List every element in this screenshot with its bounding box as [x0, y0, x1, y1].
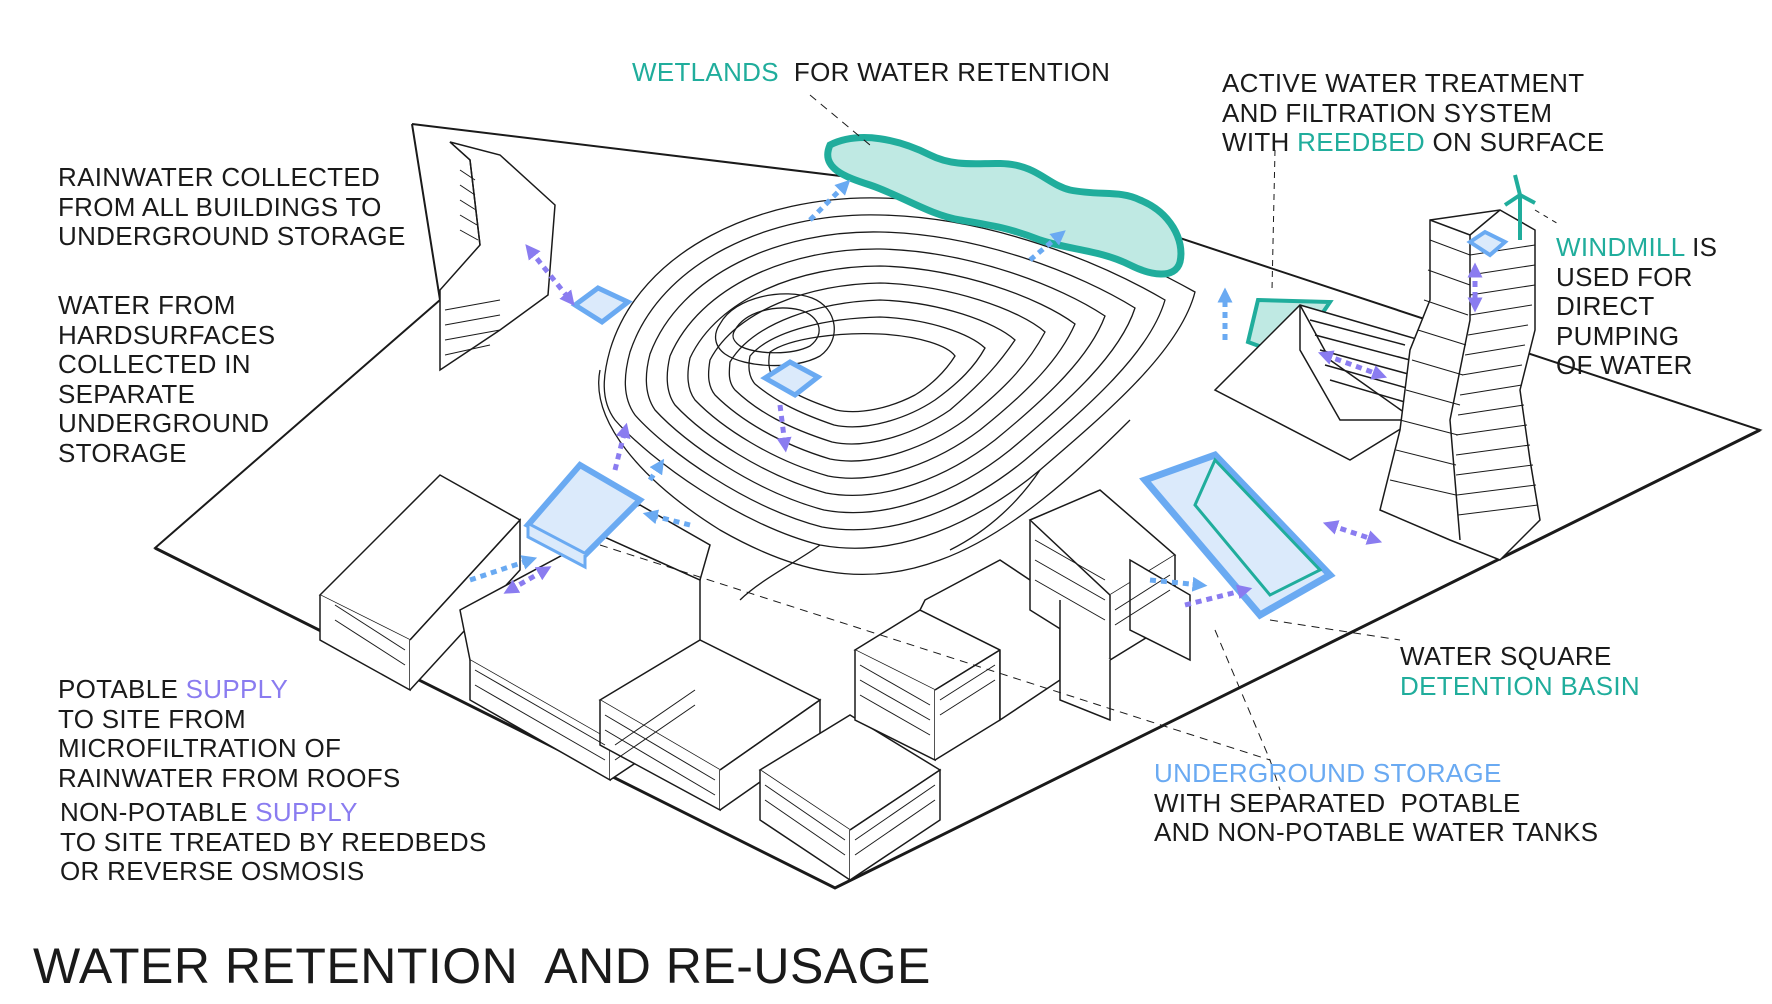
building-cluster-east [853, 489, 1191, 762]
reedbed-highlight: REEDBED [1297, 127, 1425, 157]
windmill-line4: PUMPING [1556, 320, 1680, 351]
leader-lines [599, 94, 1401, 791]
hardsurfaces-line5: UNDERGROUND [58, 408, 270, 438]
hardsurfaces-line2: HARDSURFACES [58, 319, 276, 350]
contour-hill [598, 197, 1196, 601]
underground-storage-highlight: UNDERGROUND STORAGE [1154, 758, 1502, 788]
potable-supply-label: POTABLE SUPPLY TO SITE FROM MICROFILTRAT… [58, 674, 401, 793]
active-treatment-line2: AND FILTRATION SYSTEM [1222, 97, 1553, 128]
rainwater-label: RAINWATER COLLECTED FROM ALL BUILDINGS T… [58, 162, 406, 252]
nonpotable-supply-label: NON-POTABLE SUPPLY TO SITE TREATED BY RE… [60, 797, 487, 887]
wetlands-highlight: WETLANDS [632, 57, 779, 87]
water-square-label: WATER SQUARE DETENTION BASIN [1400, 641, 1640, 701]
slab-building-north [439, 141, 556, 372]
potable-supply-highlight: SUPPLY [185, 674, 289, 704]
windmill-line2: USED FOR [1556, 261, 1693, 292]
water-square-line1: WATER SQUARE [1400, 641, 1612, 671]
windmill-line3: DIRECT [1556, 291, 1655, 321]
detention-basin-highlight: DETENTION BASIN [1400, 670, 1640, 701]
potable-line2: TO SITE FROM [58, 703, 247, 734]
active-treatment-line1: ACTIVE WATER TREATMENT [1222, 68, 1585, 98]
rainwater-line3: UNDERGROUND STORAGE [58, 221, 406, 251]
windmill-rotor-icon [1503, 174, 1536, 240]
windmill-label: WINDMILL IS USED FOR DIRECT PUMPING OF W… [1556, 232, 1718, 381]
potable-line4: RAINWATER FROM ROOFS [58, 762, 401, 793]
hardsurfaces-label: WATER FROM HARDSURFACES COLLECTED IN SEP… [58, 290, 276, 468]
flow-arrows [469, 179, 1483, 608]
storage-tank-tower [1466, 229, 1509, 258]
potable-line3: MICROFILTRATION OF [58, 733, 342, 763]
active-treatment-label: ACTIVE WATER TREATMENT AND FILTRATION SY… [1222, 68, 1605, 158]
nonpotable-line3: OR REVERSE OSMOSIS [60, 856, 365, 886]
storage-tank-hill [760, 359, 823, 398]
wetlands-label: WETLANDS FOR WATER RETENTION [632, 57, 1111, 88]
wetlands-rest: FOR WATER RETENTION [778, 57, 1111, 87]
hardsurfaces-line4: SEPARATE [58, 378, 196, 409]
detention-basin [1139, 450, 1336, 620]
hardsurfaces-line6: STORAGE [58, 437, 187, 468]
active-treatment-line3-pre: WITH [1222, 127, 1298, 157]
nonpotable-supply-highlight: SUPPLY [255, 797, 358, 827]
nonpotable-line2: TO SITE TREATED BY REEDBEDS [60, 826, 487, 857]
filtration-building [1213, 304, 1421, 461]
windmill-line5: OF WATER [1556, 350, 1693, 380]
windmill-line1-post: IS [1684, 232, 1718, 262]
potable-line1-pre: POTABLE [58, 674, 186, 704]
detention-basin-reedbed [1193, 457, 1323, 597]
hardsurfaces-line1: WATER FROM [58, 290, 236, 320]
diagram-title: WATER RETENTION AND RE-USAGE [33, 938, 931, 994]
rainwater-line2: FROM ALL BUILDINGS TO [58, 191, 382, 222]
storage-tank-north [570, 285, 633, 326]
underground-storage-label: UNDERGROUND STORAGE WITH SEPARATED POTAB… [1154, 758, 1599, 848]
windmill-highlight: WINDMILL [1556, 232, 1685, 262]
rainwater-line1: RAINWATER COLLECTED [58, 162, 381, 192]
hardsurfaces-line3: COLLECTED IN [58, 349, 251, 379]
active-treatment-line3-post: ON SURFACE [1424, 127, 1605, 157]
underground-storage-line2: WITH SEPARATED POTABLE [1154, 787, 1521, 818]
wetlands-shape [824, 134, 1185, 278]
nonpotable-line1-pre: NON-POTABLE [60, 797, 256, 827]
underground-storage-line3: AND NON-POTABLE WATER TANKS [1154, 817, 1599, 847]
